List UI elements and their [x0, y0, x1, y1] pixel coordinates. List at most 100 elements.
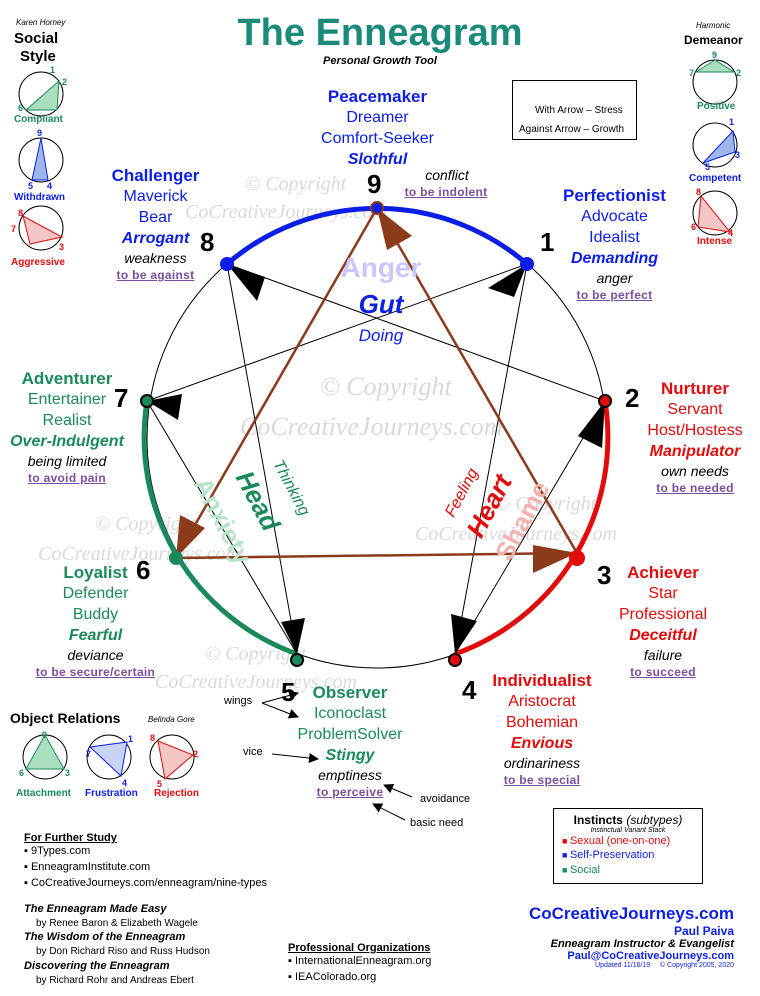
type-1-vice: Demanding: [570, 249, 659, 267]
type-8-alt1: Maverick: [123, 188, 188, 206]
footer-site[interactable]: CoCreativeJourneys.com: [528, 904, 734, 923]
type-3-alt1: Star: [648, 585, 678, 603]
instincts-list: ■ Sexual (one-on-one) ■ Self-Preservatio…: [562, 834, 702, 877]
organization-link[interactable]: IEAColorado.org: [288, 970, 431, 986]
svg-text:CoCreativeJourneys.com: CoCreativeJourneys.com: [38, 543, 240, 565]
book-authors: by Renee Baron & Elizabeth Wagele: [36, 917, 198, 929]
type-4-vice: Envious: [510, 734, 574, 752]
further-study-sites: 9Types.com EnneagramInstitute.com CoCrea…: [24, 844, 267, 892]
aggressive-n3: 3: [59, 242, 65, 252]
type-1-link[interactable]: to be perfect: [576, 287, 653, 302]
rejection-n1: 8: [150, 733, 156, 743]
type-6-link[interactable]: to be secure/certain: [35, 664, 156, 679]
footer-role: Enneagram Instructor & Evangelist: [550, 938, 734, 950]
attachment-n2: 6: [19, 768, 25, 778]
type-5-avoidance: emptiness: [318, 767, 382, 784]
withdrawn-n3: 4: [47, 181, 53, 191]
svg-text:© Copyright: © Copyright: [495, 493, 597, 515]
type-3-number: 3: [597, 560, 612, 590]
type-1-avoidance: anger: [596, 270, 633, 287]
positive-label: Positive: [697, 101, 736, 112]
type-4-alt2: Bohemian: [505, 713, 579, 731]
legend-with-arrow: With Arrow – Stress: [535, 105, 623, 116]
social-style-diagrams: [18, 71, 64, 251]
type-2-link[interactable]: to be needed: [656, 480, 734, 495]
arrow-legend: With Arrow – Stress Against Arrow – Grow…: [512, 80, 637, 140]
rejection-n3: 5: [157, 779, 163, 789]
annotation-vice: vice: [243, 746, 263, 758]
type-4-number: 4: [462, 675, 477, 705]
type-9-link-wrap: to be indolent: [400, 185, 492, 201]
type-4-link[interactable]: to be special: [503, 772, 581, 787]
rejection-label: Rejection: [154, 788, 200, 799]
annotation-arrows: [261, 690, 413, 821]
intense-n3: 4: [728, 228, 734, 238]
type-3-block: Achiever Star Professional Deceitful fai…: [604, 562, 722, 680]
further-study: For Further Study 9Types.com EnneagramIn…: [24, 832, 267, 892]
withdrawn-label: Withdrawn: [14, 192, 66, 203]
withdrawn-n1: 9: [37, 128, 43, 138]
type-4-block: Individualist Aristocrat Bohemian Enviou…: [482, 670, 602, 788]
type-3-link[interactable]: to succeed: [630, 664, 696, 679]
type-8-link[interactable]: to be against: [116, 267, 195, 282]
triangle-arrowheads: [176, 208, 577, 573]
type-1-number: 1: [540, 227, 555, 257]
type-7-name: Adventurer: [21, 369, 113, 388]
compliant-n2: 2: [62, 77, 68, 87]
type-9-block: Peacemaker Dreamer Comfort-Seeker Slothf…: [290, 86, 465, 170]
type-8-block: Challenger Maverick Bear Arrogant weakne…: [98, 165, 213, 283]
site-link[interactable]: EnneagramInstitute.com: [24, 860, 267, 876]
watermark: © Copyright CoCreativeJourneys.com © Cop…: [38, 173, 617, 693]
social-style-title2: Style: [20, 48, 56, 65]
type-points: [140, 201, 612, 667]
type-9-name: Peacemaker: [327, 87, 428, 106]
site-link[interactable]: CoCreativeJourneys.com/enneagram/nine-ty…: [24, 876, 267, 892]
type-6-alt1: Defender: [62, 585, 129, 603]
competent-label: Competent: [689, 173, 742, 184]
type-2-number: 2: [625, 383, 640, 413]
instinct-social: ■ Social: [562, 863, 600, 876]
competent-n1: 1: [729, 117, 735, 127]
type-2-vice: Manipulator: [649, 442, 741, 460]
type-8-alt2: Bear: [138, 208, 173, 226]
type-9-avoidance: conflict: [425, 167, 469, 183]
footer-email[interactable]: Paul@CoCreativeJourneys.com: [567, 950, 734, 962]
frustration-n2: 1: [128, 734, 134, 744]
svg-text:CoCreativeJourneys.com: CoCreativeJourneys.com: [415, 523, 617, 545]
type-5-number: 5: [281, 677, 296, 707]
withdrawn-n2: 5: [28, 181, 34, 191]
intense-n1: 8: [696, 187, 702, 197]
hexad-arrowheads: [147, 264, 605, 654]
type-9-number: 9: [367, 169, 382, 199]
type-2-block: Nurturer Servant Host/Hostess Manipulato…: [636, 378, 754, 496]
instincts-title: Instincts: [573, 813, 623, 827]
competent-n2: 5: [705, 162, 711, 172]
compliant-n1: 1: [50, 65, 56, 75]
type-6-vice: Fearful: [68, 626, 123, 644]
compliant-n3: 6: [18, 103, 24, 113]
frustration-n1: 7: [86, 749, 92, 759]
type-5-link[interactable]: to perceive: [316, 784, 384, 799]
type-8-number: 8: [200, 227, 215, 257]
instincts-subtitle: Instinctual Variant Stack: [590, 827, 666, 834]
harmonic-author: Harmonic: [696, 21, 731, 30]
attachment-n1: 9: [42, 730, 48, 740]
book-authors: by Don Richard Riso and Russ Hudson: [36, 946, 210, 958]
type-7-link[interactable]: to avoid pain: [28, 470, 106, 485]
type-6-block: Loyalist Defender Buddy Fearful deviance…: [18, 562, 173, 680]
type-9-link[interactable]: to be indolent: [404, 185, 488, 199]
intense-n2: 6: [691, 222, 697, 232]
frustration-label: Frustration: [85, 788, 138, 799]
object-relations-diagrams: [22, 733, 195, 780]
instincts-box: Instincts (subtypes) Instinctual Variant…: [553, 808, 703, 884]
competent-n3: 3: [735, 150, 741, 160]
attachment-n3: 3: [65, 768, 71, 778]
type-6-avoidance: deviance: [67, 647, 124, 664]
organizations-heading: Professional Organizations: [288, 942, 431, 954]
site-link[interactable]: 9Types.com: [24, 844, 267, 860]
rejection-n2: 2: [193, 749, 199, 759]
type-6-number: 6: [136, 555, 151, 585]
type-9-alt2: Comfort-Seeker: [321, 129, 434, 147]
organization-link[interactable]: InternationalEnneagram.org: [288, 954, 431, 970]
